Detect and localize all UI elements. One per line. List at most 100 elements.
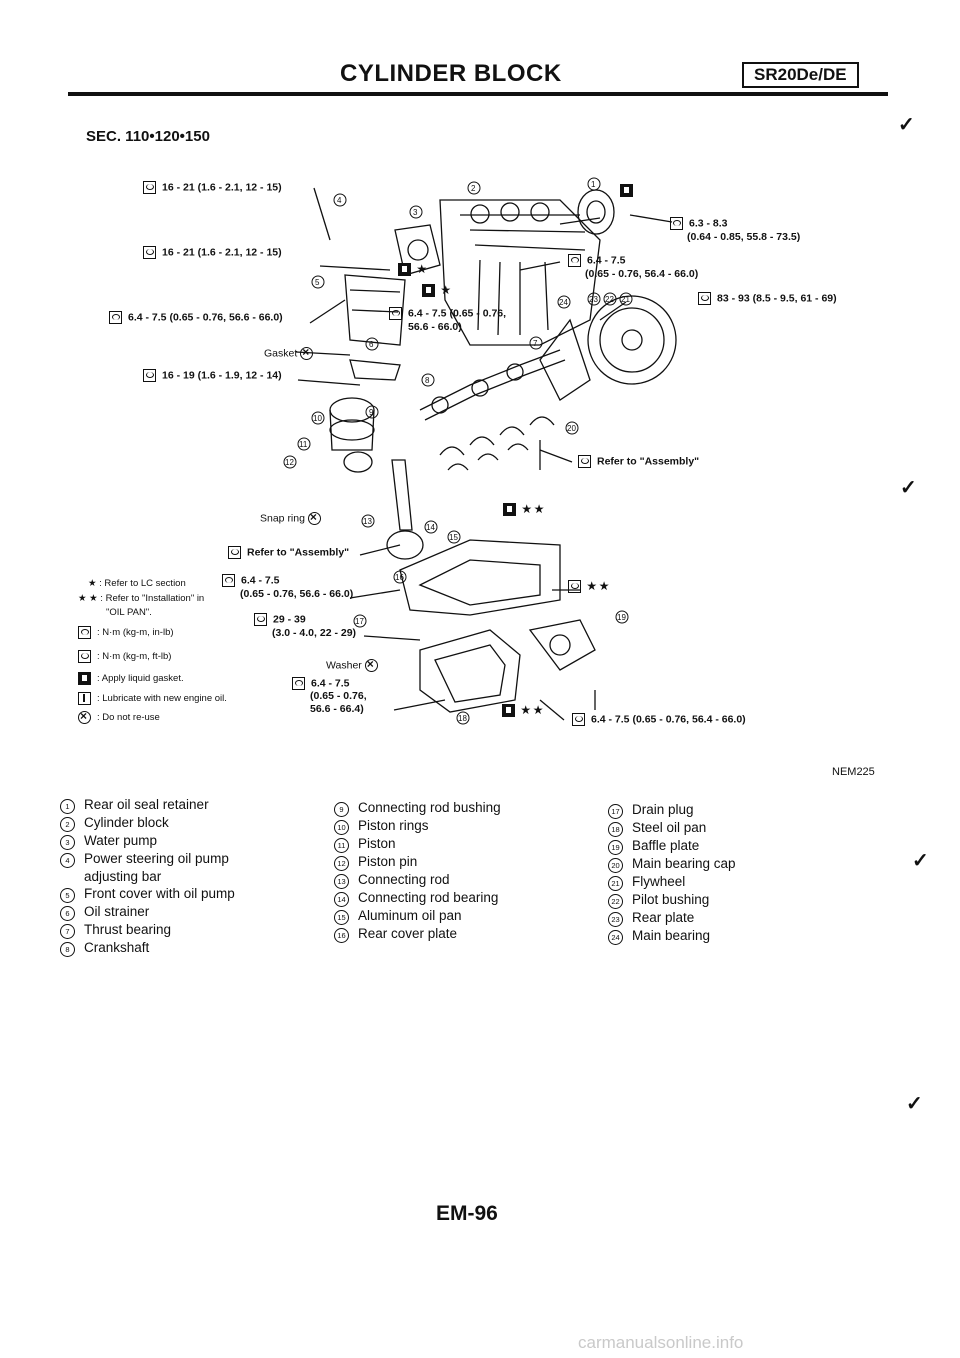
svg-text:3: 3: [413, 208, 418, 217]
legend-liquid-gasket: : Apply liquid gasket.: [78, 672, 184, 685]
item-label: Connecting rod bushing: [358, 800, 501, 815]
list-item: 23 Rear plate: [608, 909, 736, 927]
item-number: 21: [608, 876, 623, 891]
nm-ft-lb-icon: [568, 580, 581, 593]
legend-double-star: ★ ★ : Refer to "Installation" in: [78, 593, 205, 604]
model-badge: SR20De/DE: [742, 62, 859, 88]
item-label: Thrust bearing: [84, 922, 172, 938]
legend-lubricate: : Lubricate with new engine oil.: [78, 692, 227, 705]
section-code: SEC. 110•120•150: [86, 128, 210, 145]
list-item: 7 Thrust bearing: [60, 921, 235, 940]
item-number: 23: [608, 912, 623, 927]
item-number: 8: [60, 942, 75, 958]
svg-text:19: 19: [617, 613, 626, 622]
item-number: 18: [608, 822, 623, 837]
item-label: Crankshaft: [84, 940, 150, 956]
torque-spec-6: 6.3 - 8.3: [670, 217, 728, 230]
item-number: 6: [60, 906, 75, 922]
nm-ft-lb-icon: [578, 455, 591, 468]
figure-code: NEM225: [832, 766, 875, 778]
legend-do-not-reuse: : Do not re-use: [78, 709, 160, 724]
nm-ft-lb-icon: [254, 613, 267, 626]
svg-text:4: 4: [337, 196, 342, 205]
lubricate-oil-icon: [78, 692, 91, 705]
nm-ft-lb-icon: [228, 546, 241, 559]
svg-text:5: 5: [315, 278, 320, 287]
check-mark-icon: ✓: [898, 114, 915, 136]
item-label: adjusting bar: [84, 869, 162, 884]
liquid-gasket-icon: [422, 284, 435, 297]
nm-in-lb-icon: [78, 626, 91, 639]
washer-label: Washer: [326, 657, 384, 672]
svg-text:11: 11: [299, 440, 308, 449]
item-number: 14: [334, 892, 349, 907]
list-item: 6 Oil strainer: [60, 903, 235, 922]
item-number: 9: [334, 802, 349, 817]
torque-spec-10: Refer to "Assembly": [228, 546, 349, 559]
item-number: 4: [60, 853, 75, 868]
torque-spec-13-line3: 56.6 - 66.4): [310, 703, 364, 715]
svg-text:1: 1: [591, 180, 596, 189]
torque-spec-6-line2: (0.64 - 0.85, 55.8 - 73.5): [687, 231, 801, 243]
svg-text:6: 6: [369, 340, 374, 349]
legend-nm-ft-lb: : N·m (kg-m, ft-lb): [78, 650, 171, 663]
svg-text:14: 14: [426, 523, 435, 532]
item-label: Drain plug: [632, 802, 694, 817]
svg-text:7: 7: [533, 339, 538, 348]
item-number: 1: [60, 799, 75, 814]
list-item: 3 Water pump: [60, 832, 235, 850]
svg-text:10: 10: [313, 414, 322, 423]
item-label: Main bearing cap: [632, 856, 736, 871]
item-number: 10: [334, 820, 349, 835]
header-rule: [68, 92, 888, 96]
do-not-reuse-icon: [300, 345, 314, 360]
svg-text:18: 18: [458, 714, 467, 723]
page-number: EM-96: [436, 1202, 498, 1225]
item-number: 15: [334, 910, 349, 925]
legend-nm-in-lb: : N·m (kg-m, in-lb): [78, 626, 174, 639]
list-item: 21 Flywheel: [608, 873, 736, 891]
item-label: Water pump: [84, 833, 158, 848]
item-label: Rear plate: [632, 910, 695, 925]
item-number: 7: [60, 924, 75, 940]
list-item: 18 Steel oil pan: [608, 819, 736, 837]
item-label: Piston pin: [358, 854, 418, 869]
nm-in-lb-icon: [670, 217, 683, 230]
torque-spec-13-line2: (0.65 - 0.76,: [310, 690, 367, 702]
torque-spec-12: 29 - 39: [254, 613, 306, 626]
svg-text:9: 9: [369, 408, 374, 417]
torque-spec-2: 16 - 21 (1.6 - 2.1, 12 - 15): [143, 246, 282, 259]
item-label: Oil strainer: [84, 904, 150, 920]
item-number: 11: [334, 838, 349, 853]
oil-pan-gasket-star: ★ ★: [503, 503, 544, 516]
item-label: Rear oil seal retainer: [84, 797, 209, 812]
svg-text:23: 23: [589, 295, 598, 304]
item-number: 22: [608, 894, 623, 909]
torque-spec-8: 83 - 93 (8.5 - 9.5, 61 - 69): [698, 292, 837, 305]
list-item: 8 Crankshaft: [60, 939, 235, 958]
svg-text:17: 17: [355, 617, 364, 626]
item-number: 3: [60, 835, 75, 850]
torque-spec-5: 16 - 19 (1.6 - 1.9, 12 - 14): [143, 369, 282, 382]
item-label: Flywheel: [632, 874, 686, 889]
do-not-reuse-icon: [78, 709, 91, 724]
item-number: 13: [334, 874, 349, 889]
do-not-reuse-icon: [364, 657, 378, 672]
item-label: Baffle plate: [632, 838, 700, 853]
torque-spec-7-line2: (0.65 - 0.76, 56.4 - 66.0): [585, 268, 699, 280]
nm-ft-lb-icon: [698, 292, 711, 305]
nm-ft-lb-icon: [78, 650, 91, 663]
svg-text:12: 12: [285, 458, 294, 467]
liquid-gasket-icon: [502, 704, 515, 717]
item-label: Steel oil pan: [632, 820, 707, 835]
item-label: Pilot bushing: [632, 892, 710, 907]
